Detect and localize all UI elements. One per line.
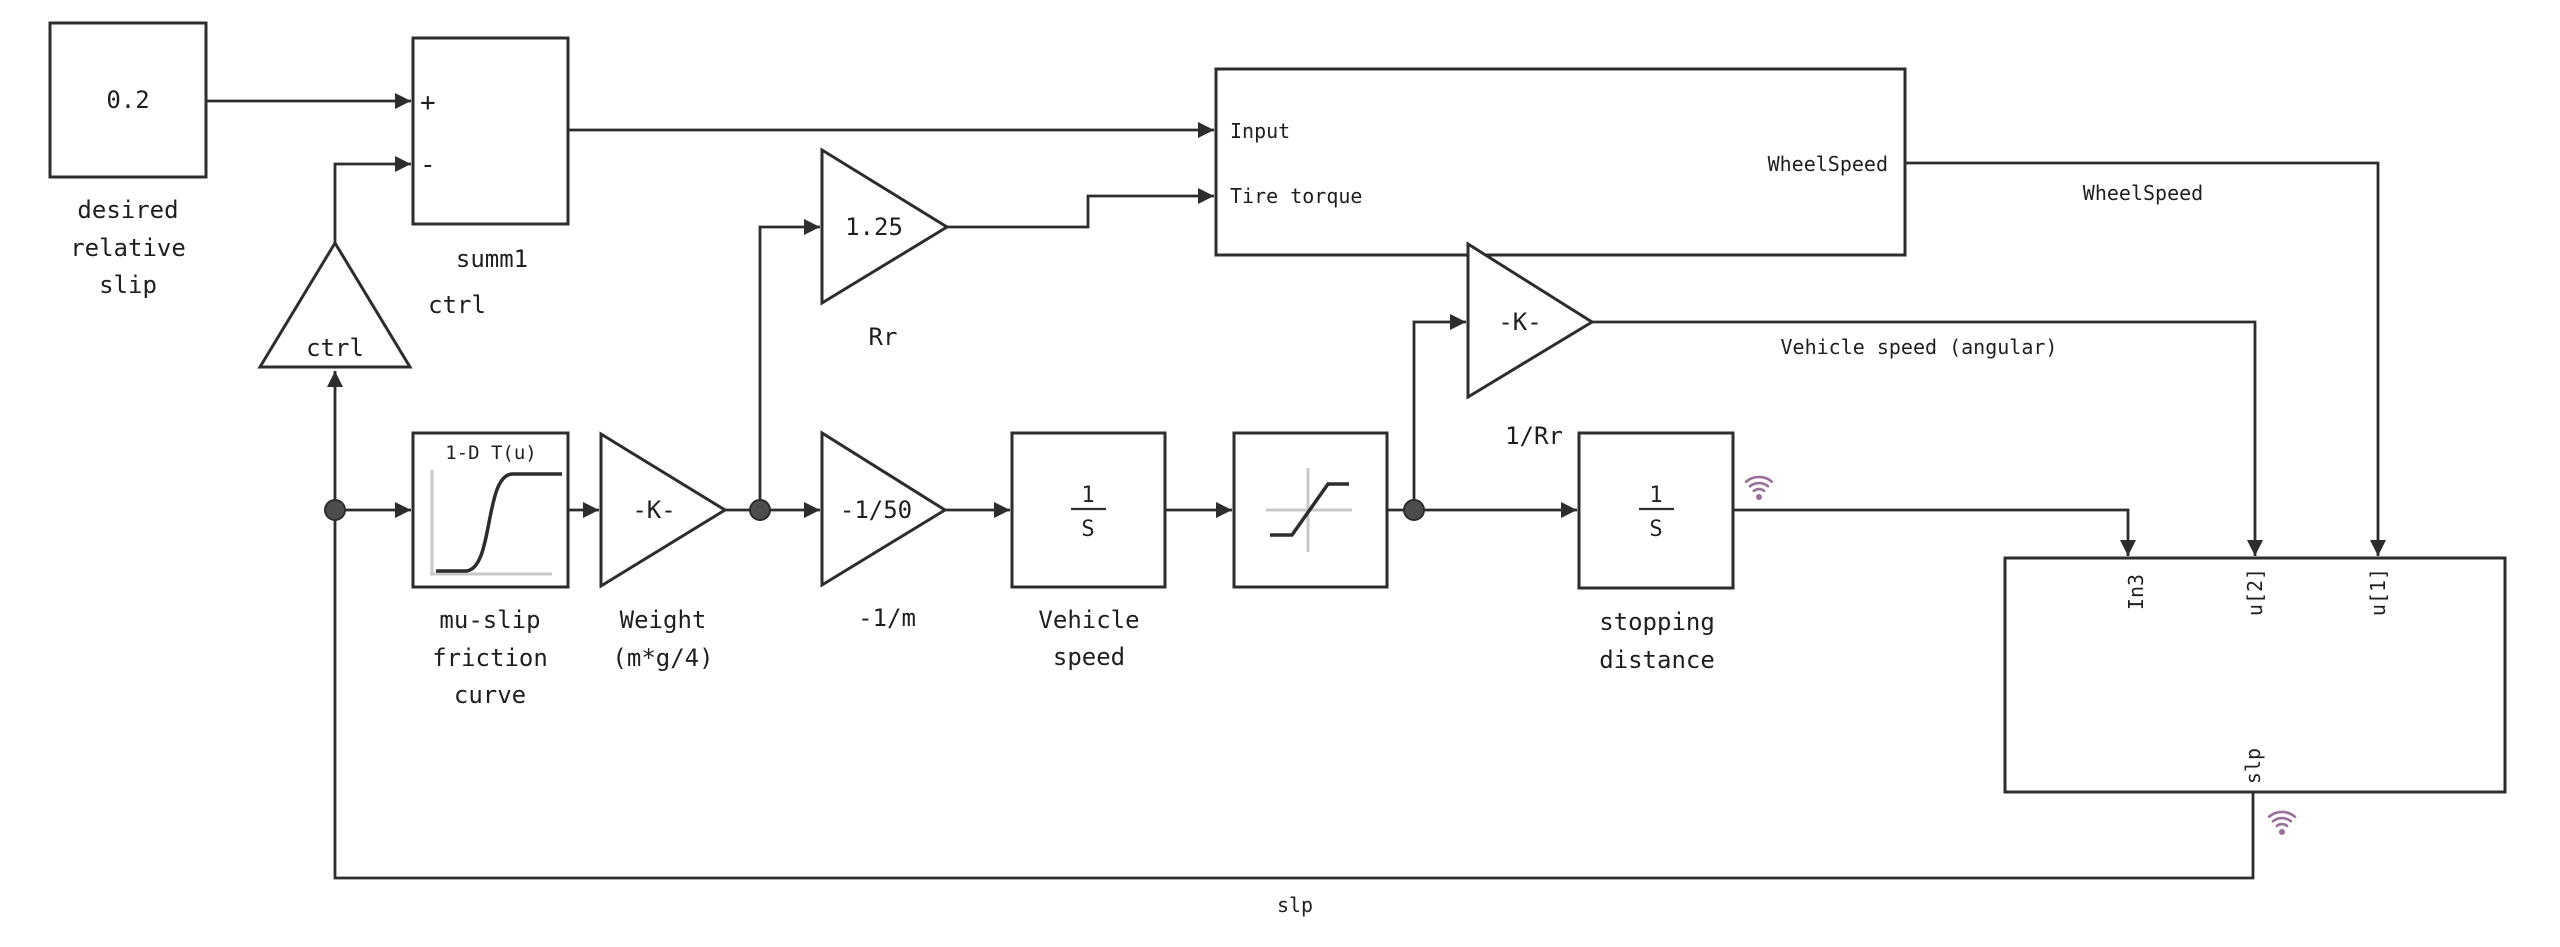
vehicle-integrator-den: S xyxy=(1081,517,1094,542)
right-subsystem-block[interactable]: In3 u[2] u[1] slp xyxy=(2003,556,2507,794)
weight-gain-value: -K- xyxy=(632,496,675,524)
right-port-in3: In3 xyxy=(2124,574,2148,610)
right-port-u2: u[2] xyxy=(2243,568,2267,616)
inv-rr-gain-value: -K- xyxy=(1498,308,1541,336)
wire-slp-feedback[interactable] xyxy=(327,371,2255,880)
wire-ctrl-to-sum-minus[interactable] xyxy=(333,156,411,243)
branch-dot-weight-out[interactable] xyxy=(749,499,771,521)
mass-gain-name: -1/m xyxy=(858,604,916,632)
wire-vehiclespeed-to-u2[interactable] xyxy=(1592,320,2263,556)
rr-gain-value: 1.25 xyxy=(845,213,903,241)
sum-block[interactable]: + - xyxy=(411,36,570,226)
rr-gain-name: Rr xyxy=(869,323,898,351)
saturation-icon xyxy=(1266,468,1352,552)
wire-wheelspeed-to-u1[interactable] xyxy=(1905,161,2386,556)
signal-logging-icon-slp[interactable] xyxy=(2267,810,2297,835)
rr-gain-block[interactable]: 1.25 xyxy=(820,147,950,306)
ctrl-gain-label: ctrl xyxy=(428,291,486,319)
right-port-slp: slp xyxy=(2241,748,2265,784)
stop-integrator-num: 1 xyxy=(1649,483,1662,508)
weight-gain-block[interactable]: -K- xyxy=(599,431,728,589)
lookup-label-line1: mu-slip xyxy=(439,606,540,634)
vehicle-integrator-label-line2: speed xyxy=(1053,643,1125,671)
constant-block[interactable]: 0.2 xyxy=(48,21,208,179)
weight-gain-label-line2: (m*g/4) xyxy=(612,644,713,672)
inv-rr-gain-name: 1/Rr xyxy=(1505,422,1563,450)
lookup-label-line3: curve xyxy=(454,681,526,709)
wire-rr-to-tiretorque[interactable] xyxy=(947,188,1214,229)
branch-dot-saturation-out[interactable] xyxy=(1403,499,1425,521)
sum-minus-sign: - xyxy=(420,150,436,180)
stop-integrator-block[interactable]: 1 S xyxy=(1577,431,1735,590)
wheel-subsystem-block[interactable]: Input Tire torque WheelSpeed xyxy=(1214,67,1907,257)
sum-block-label: summ1 xyxy=(456,245,528,273)
stop-integrator-label-line1: stopping xyxy=(1599,608,1715,636)
lookup-curve-icon xyxy=(430,470,562,576)
wire-label-slp: slp xyxy=(1277,893,1313,917)
ctrl-gain-block[interactable]: ctrl xyxy=(257,240,413,369)
wire-branch-to-invrr[interactable] xyxy=(1412,314,1466,510)
vehicle-integrator-block[interactable]: 1 S xyxy=(1010,431,1167,589)
vehicle-integrator-num: 1 xyxy=(1081,483,1094,508)
wheel-port-input: Input xyxy=(1230,119,1290,143)
saturation-block[interactable] xyxy=(1232,431,1389,589)
sum-plus-sign: + xyxy=(420,88,436,118)
constant-value: 0.2 xyxy=(106,86,149,114)
stop-integrator-label-line2: distance xyxy=(1599,646,1715,674)
signal-logging-icon-stopping[interactable] xyxy=(1744,475,1774,500)
wheel-port-wheelspeed: WheelSpeed xyxy=(1768,152,1888,176)
right-port-u1: u[1] xyxy=(2366,568,2390,616)
vehicle-integrator-label-line1: Vehicle xyxy=(1038,606,1139,634)
constant-label-line3: slip xyxy=(99,271,157,299)
mass-gain-value: -1/50 xyxy=(840,496,912,524)
mass-gain-block[interactable]: -1/50 xyxy=(820,430,948,588)
lookup-header: 1-D T(u) xyxy=(445,442,537,464)
stop-integrator-den: S xyxy=(1649,517,1662,542)
constant-label-line2: relative xyxy=(70,234,186,262)
inv-rr-gain-block[interactable]: -K- xyxy=(1466,241,1595,400)
wire-label-vehicle-speed-angular: Vehicle speed (angular) xyxy=(1781,335,2058,359)
wheel-port-tiretorque: Tire torque xyxy=(1230,184,1362,208)
wire-branch-to-rr-gain[interactable] xyxy=(758,219,820,510)
constant-label-line1: desired xyxy=(77,196,178,224)
lookup-label-line2: friction xyxy=(432,644,548,672)
wire-label-wheelspeed: WheelSpeed xyxy=(2083,181,2203,205)
wires xyxy=(206,93,2386,880)
branch-dot-feedback[interactable] xyxy=(324,499,346,521)
weight-gain-label-line1: Weight xyxy=(620,606,707,634)
lookup-table-block[interactable]: 1-D T(u) xyxy=(411,431,570,589)
ctrl-gain-value: ctrl xyxy=(306,334,364,362)
wire-stop-to-in3[interactable] xyxy=(1733,508,2136,556)
